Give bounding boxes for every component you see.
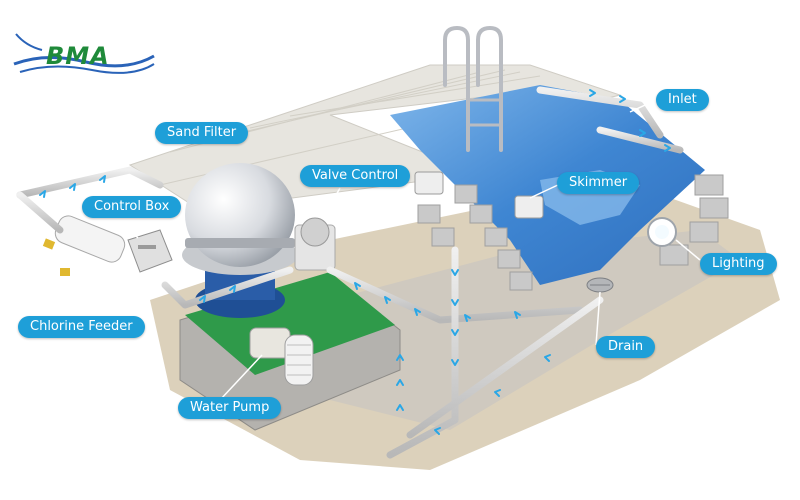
flow-arrows — [39, 89, 671, 435]
pump-platform — [185, 272, 395, 375]
pool-light — [647, 217, 677, 247]
wave-icon — [13, 33, 155, 74]
control-box-unit — [127, 229, 173, 273]
label-inlet: Inlet — [656, 89, 709, 111]
gravel-bed — [330, 230, 740, 430]
label-drain: Drain — [596, 336, 656, 358]
label-lighting: Lighting — [700, 253, 777, 275]
water-pump-unit — [249, 327, 314, 386]
brand-logo: BMA — [6, 16, 156, 86]
label-sand-filter: Sand Filter — [155, 122, 249, 144]
brand-logo-text: BMA — [46, 42, 110, 70]
label-chlorine-feeder: Chlorine Feeder — [18, 316, 145, 338]
pool-drain — [586, 277, 614, 293]
pool-ladder — [443, 25, 503, 152]
sand-filter-tank — [182, 163, 298, 318]
label-control-box: Control Box — [82, 196, 182, 218]
skimmer-units — [414, 171, 544, 219]
pool-walls — [417, 174, 729, 291]
valve-control-unit — [294, 217, 336, 271]
label-valve-control: Valve Control — [300, 165, 411, 187]
callout-leaders — [81, 99, 701, 401]
label-water-pump: Water Pump — [178, 397, 282, 419]
label-skimmer: Skimmer — [557, 172, 640, 194]
